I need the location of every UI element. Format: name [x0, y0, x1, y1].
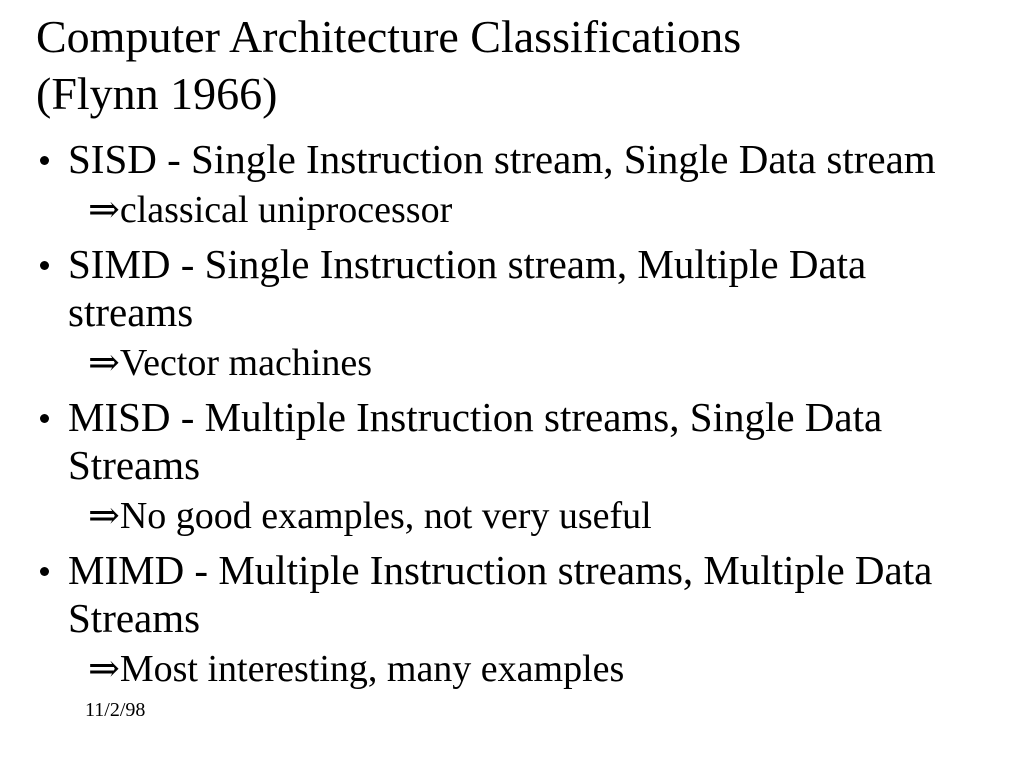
bullet-marker-cell [36, 393, 68, 489]
bullet-marker-cell [36, 240, 68, 336]
sub-bullet-text: No good examples, not very useful [119, 495, 652, 537]
sub-bullet-text: classical uniprocessor [119, 189, 453, 231]
bullet-row: SISD - Single Instruction stream, Single… [36, 135, 1004, 183]
bullet-marker-cell [36, 546, 68, 642]
implies-arrow-icon: ⇒ [88, 648, 120, 690]
bullet-marker-cell [36, 135, 68, 183]
sub-bullet: ⇒No good examples, not very useful [88, 494, 1004, 538]
sub-bullet-text: Most interesting, many examples [119, 648, 625, 690]
bullet-row: MISD - Multiple Instruction streams, Sin… [36, 393, 1004, 489]
bullet-dot-icon [40, 156, 49, 165]
sub-bullet: ⇒Vector machines [88, 341, 1004, 385]
bullet-text: MISD - Multiple Instruction streams, Sin… [68, 394, 883, 488]
implies-arrow-icon: ⇒ [88, 342, 120, 384]
slide-title: Computer Architecture Classifications (F… [36, 11, 742, 119]
bullet-text: MIMD - Multiple Instruction streams, Mul… [68, 547, 933, 641]
bullet-item: SISD - Single Instruction stream, Single… [36, 135, 1004, 232]
bullet-row: SIMD - Single Instruction stream, Multip… [36, 240, 1004, 336]
bullet-item: MIMD - Multiple Instruction streams, Mul… [36, 546, 1004, 691]
bullet-dot-icon [40, 261, 49, 270]
slide-date: 11/2/98 [85, 699, 146, 721]
bullet-text: SIMD - Single Instruction stream, Multip… [68, 241, 867, 335]
sub-bullet: ⇒Most interesting, many examples [88, 647, 1004, 691]
bullet-dot-icon [40, 567, 49, 576]
bullet-row: MIMD - Multiple Instruction streams, Mul… [36, 546, 1004, 642]
sub-bullet-text: Vector machines [119, 342, 373, 384]
bullet-item: SIMD - Single Instruction stream, Multip… [36, 240, 1004, 385]
implies-arrow-icon: ⇒ [88, 189, 120, 231]
bullet-text: SISD - Single Instruction stream, Single… [68, 136, 936, 182]
sub-bullet: ⇒classical uniprocessor [88, 188, 1004, 232]
implies-arrow-icon: ⇒ [88, 495, 120, 537]
bullet-item: MISD - Multiple Instruction streams, Sin… [36, 393, 1004, 538]
bullet-dot-icon [40, 414, 49, 423]
